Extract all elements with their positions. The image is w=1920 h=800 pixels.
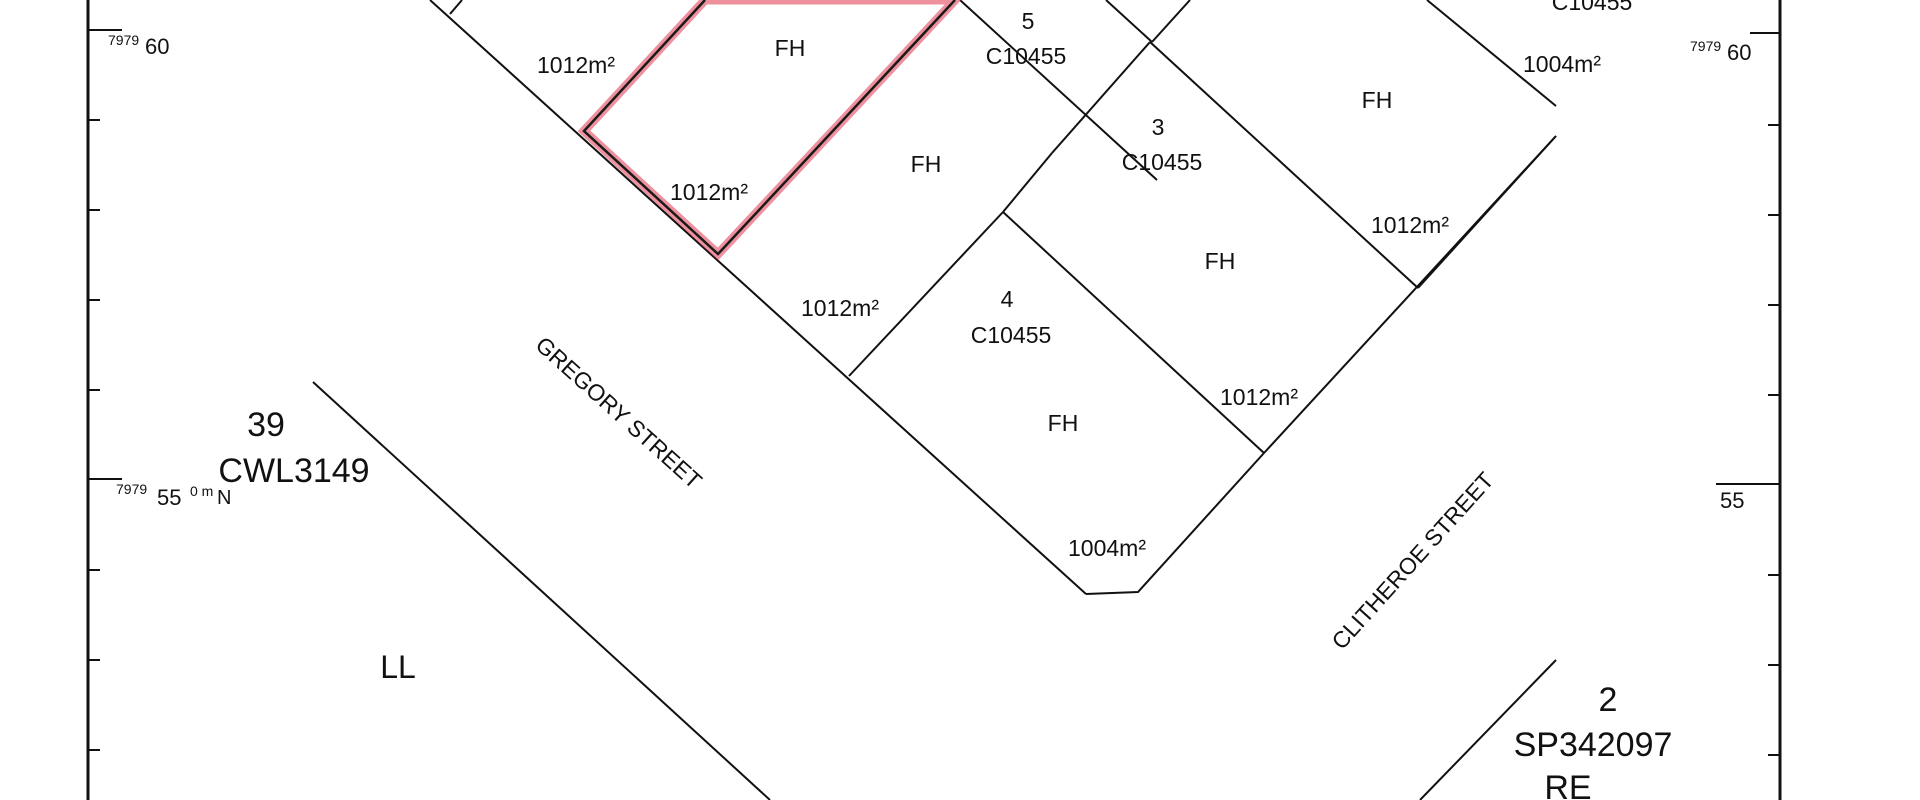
street-label-clitheroe: CLITHEROE STREET — [1326, 467, 1498, 654]
lot-top-plan: C10455 — [1552, 0, 1633, 15]
div-top-center — [1151, 0, 1191, 43]
grid-value-55-right: 55 — [1720, 488, 1744, 513]
corner-truncation-line — [1085, 452, 1265, 595]
lot4-tenure: FH — [1048, 410, 1079, 436]
lot-top-tenure: FH — [1362, 87, 1393, 113]
lot2-number: 2 — [1599, 681, 1618, 719]
lot4-number: 4 — [1001, 286, 1014, 312]
area-label: 1012m² — [1371, 212, 1449, 238]
lot39-plan: CWL3149 — [218, 452, 369, 490]
lot3-number: 3 — [1152, 114, 1165, 140]
div-lot3-east — [1417, 135, 1557, 289]
grid-prefix-60-right: 7979 — [1690, 38, 1721, 54]
lot3-tenure: FH — [1205, 248, 1236, 274]
grid-prefix-55-left: 7979 — [116, 481, 147, 497]
grid-prefix-60-left: 7979 — [108, 32, 139, 48]
div-lot4-west — [848, 211, 1004, 377]
lot5-tenure: FH — [911, 151, 942, 177]
street-label-gregory: GREGORY STREET — [531, 331, 707, 493]
div-lot4-lot3 — [1002, 211, 1265, 454]
frame-ticks — [88, 119, 1780, 756]
div-top-right — [1426, 0, 1557, 107]
area-label: 1012m² — [537, 52, 615, 78]
div-lot3-top — [1149, 41, 1419, 289]
lot-labels: C10455 FH FH 5 C10455 FH 3 C10455 FH 4 C… — [218, 0, 1672, 800]
area-label: 1012m² — [801, 295, 879, 321]
highlighted-parcel-core — [582, 0, 956, 256]
lot39-number: 39 — [247, 406, 285, 444]
area-label: 1012m² — [670, 179, 748, 205]
gregory-frontage-line — [429, 0, 1087, 595]
lot2-tenure: RE — [1544, 769, 1591, 800]
lot39-boundary — [312, 381, 771, 800]
div-top-small — [1105, 0, 1153, 43]
lot5-number: 5 — [1022, 8, 1035, 34]
lot39-tenure: LL — [380, 649, 416, 685]
grid-value-60-left: 60 — [145, 34, 169, 59]
highlighted-lot-tenure: FH — [775, 35, 806, 61]
rear-line-upper — [959, 0, 1158, 181]
map-frame — [86, 0, 1782, 800]
grid-value-60-right: 60 — [1727, 40, 1751, 65]
lot2-plan: SP342097 — [1514, 726, 1673, 764]
grid-unit-55-left: 0 m — [190, 483, 213, 499]
area-label: 1012m² — [1220, 384, 1298, 410]
area-labels: 1012m² 1012m² 1012m² 1004m² 1012m² 1012m… — [537, 51, 1601, 561]
lot4-plan: C10455 — [971, 322, 1052, 348]
area-label: 1004m² — [1523, 51, 1601, 77]
highlighted-parcel-outline[interactable] — [577, 0, 962, 261]
div-lot5-lower — [1002, 152, 1053, 213]
parcel-boundaries — [312, 0, 1557, 800]
grid-value-55-left: 55 — [157, 485, 181, 510]
lot3-plan: C10455 — [1122, 149, 1203, 175]
area-label: 1004m² — [1068, 535, 1146, 561]
lot5-plan: C10455 — [986, 43, 1067, 69]
grid-north-55-left: N — [217, 487, 231, 509]
div-lot5-upper — [1051, 41, 1151, 154]
grid-labels: 7979 60 7979 60 7979 55 0 m N 55 — [108, 32, 1751, 513]
lot2-boundary — [1419, 659, 1557, 800]
div-top-left — [449, 0, 463, 15]
